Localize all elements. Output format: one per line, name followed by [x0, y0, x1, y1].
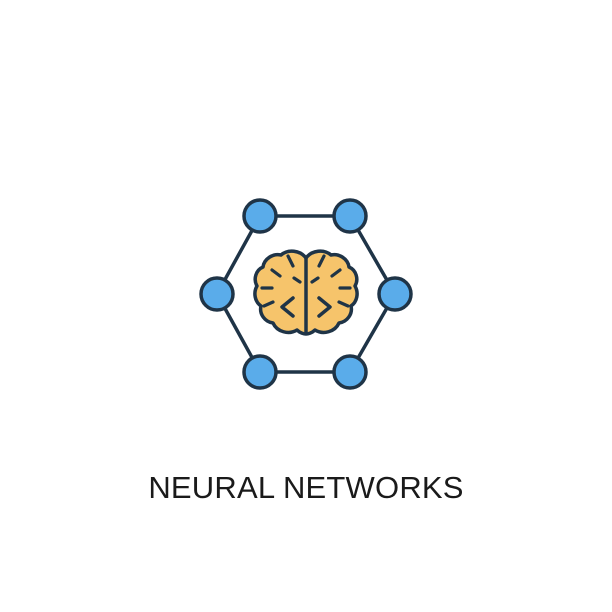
network-nodes	[199, 198, 413, 390]
node-bottom-left	[242, 354, 278, 390]
neural-network-icon	[196, 196, 416, 394]
node-bottom-right	[332, 354, 368, 390]
brain-icon	[253, 249, 359, 336]
node-top-right	[332, 198, 368, 234]
brain-folds	[260, 254, 352, 308]
code-brackets-icon	[280, 296, 332, 318]
node-left	[199, 276, 235, 312]
left-angle-bracket	[280, 296, 295, 318]
node-top-left	[242, 198, 278, 234]
node-right	[377, 276, 413, 312]
right-angle-bracket	[317, 296, 332, 318]
caption-title: NEURAL NETWORKS	[148, 470, 464, 505]
